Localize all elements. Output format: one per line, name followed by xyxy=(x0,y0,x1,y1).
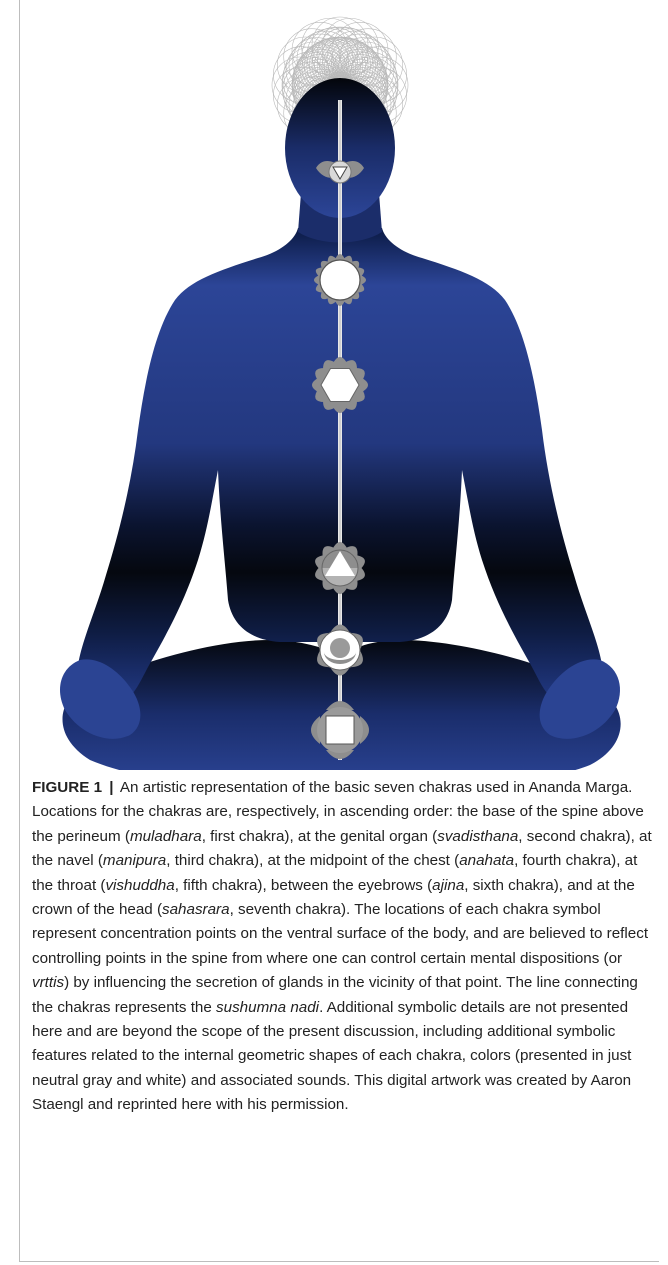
caption-term: anahata xyxy=(459,852,514,869)
caption-term: sahasrara xyxy=(162,901,230,918)
caption-segment: , first chakra), at the genital organ ( xyxy=(202,828,438,845)
caption-term: sushumna nadi xyxy=(216,999,319,1016)
caption-term: manipura xyxy=(103,852,166,869)
caption-term: svadisthana xyxy=(437,828,518,845)
caption-term: vrttis xyxy=(32,974,64,991)
caption-segment: , fifth chakra), between the eyebrows ( xyxy=(175,877,432,894)
chakra-artwork xyxy=(20,0,650,770)
caption-term: ajina xyxy=(432,877,464,894)
caption-term: muladhara xyxy=(130,828,202,845)
caption-segment: , third chakra), at the midpoint of the … xyxy=(166,852,459,869)
caption-term: vishuddha xyxy=(105,877,174,894)
figure-caption: FIGURE 1 | An artistic representation of… xyxy=(32,776,654,1118)
figure-label: FIGURE 1 xyxy=(32,779,102,796)
figure-separator: | xyxy=(106,779,116,796)
caption-text: An artistic representation of the basic … xyxy=(32,779,652,1113)
